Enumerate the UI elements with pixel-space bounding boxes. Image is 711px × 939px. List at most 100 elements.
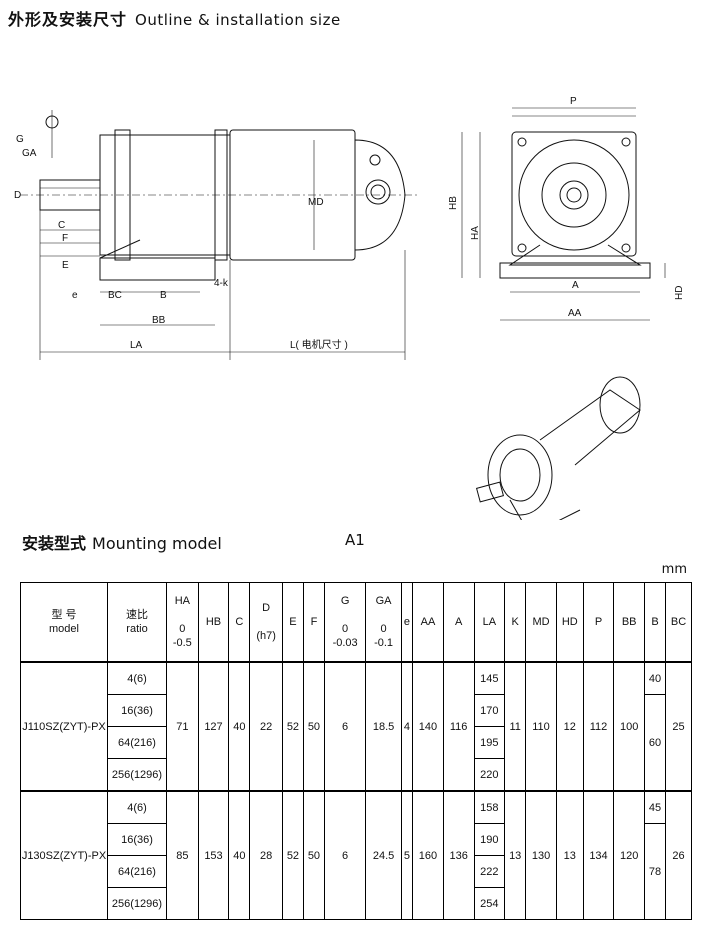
- cell-HD: 13: [555, 790, 584, 920]
- cell-HA: 85: [166, 790, 199, 920]
- cell-HB: 153: [197, 790, 230, 920]
- cell-B: 78: [644, 823, 667, 920]
- table-row: 256(1296) 220: [21, 758, 692, 792]
- cell-B: 45: [644, 790, 667, 824]
- header-A: A: [442, 582, 475, 663]
- cell-A: 116: [442, 661, 475, 792]
- dim-BB: BB: [152, 315, 166, 326]
- header-AA: AA: [412, 582, 444, 663]
- dim-e: e: [72, 290, 78, 301]
- cell-E: 52: [281, 661, 304, 792]
- dim-LA: LA: [130, 340, 143, 351]
- cell-ratio: 4(6): [107, 661, 167, 695]
- dim-HD: HD: [674, 286, 685, 300]
- dim-L: L( 电机尺寸 ): [290, 338, 348, 351]
- dim-F: F: [62, 233, 68, 244]
- cell-BC: 26: [665, 790, 692, 920]
- title-en: Outline & installation size: [135, 11, 341, 29]
- cell-A: 136: [442, 790, 475, 920]
- mounting-en: Mounting model: [92, 534, 222, 553]
- cell-F: 50: [302, 661, 325, 792]
- header-HD: HD: [555, 582, 584, 663]
- cell-GA: 18.5: [365, 661, 402, 792]
- table-row: J110SZ(ZYT)-PX 4(6) 71 127 40 22 52 50 6…: [20, 661, 692, 792]
- cell-G: 6: [323, 790, 367, 920]
- dim-HA: HA: [470, 226, 481, 240]
- dim-AA: AA: [568, 308, 582, 319]
- cell-C: 40: [228, 661, 251, 792]
- dim-P: P: [570, 96, 577, 107]
- cell-LA: 254: [473, 887, 506, 920]
- cell-LA: 220: [473, 758, 506, 792]
- isometric-view: [475, 376, 641, 520]
- cell-HD: 12: [555, 661, 584, 792]
- cell-F: 50: [302, 790, 325, 920]
- cell-MD: 110: [525, 661, 557, 792]
- cell-GA: 24.5: [365, 790, 402, 920]
- header-C: C: [228, 582, 251, 663]
- cell-HA: 71: [166, 661, 199, 792]
- dim-B: B: [160, 290, 167, 301]
- dim-A: A: [572, 280, 579, 291]
- cell-model: J110SZ(ZYT)-PX: [20, 661, 108, 792]
- cell-B: 40: [644, 661, 667, 695]
- cell-P: 134: [582, 790, 615, 920]
- cell-LA: 222: [473, 855, 506, 888]
- cell-B: 60: [644, 694, 667, 792]
- cell-ratio: 256(1296): [107, 887, 167, 920]
- cell-LA: 145: [473, 661, 506, 695]
- cell-LA: 170: [473, 694, 506, 727]
- cell-D: 22: [249, 661, 283, 792]
- header-GA: GA 0-0.1: [365, 582, 402, 663]
- cell-LA: 158: [473, 790, 506, 824]
- cell-BC: 25: [665, 661, 692, 792]
- dim-E: E: [62, 260, 69, 271]
- header-E: E: [281, 582, 304, 663]
- header-BB: BB: [613, 582, 646, 663]
- header-P: P: [582, 582, 615, 663]
- mounting-title: 安装型式 Mounting model: [22, 530, 222, 554]
- dim-HB: HB: [448, 196, 459, 210]
- cell-ratio: 4(6): [107, 790, 167, 824]
- header-G: G 0-0.03: [323, 582, 367, 663]
- cell-ratio: 64(216): [107, 726, 167, 759]
- header-D: D (h7): [249, 582, 283, 663]
- cell-ratio: 256(1296): [107, 758, 167, 792]
- table-row: 64(216) 222: [21, 855, 692, 888]
- mounting-cn: 安装型式: [22, 534, 87, 553]
- cell-LA: 190: [473, 823, 506, 856]
- cell-BB: 120: [613, 790, 646, 920]
- cell-C: 40: [228, 790, 251, 920]
- cell-ratio: 16(36): [107, 823, 167, 856]
- dim-C: C: [58, 220, 65, 231]
- header-LA: LA: [473, 582, 506, 663]
- cell-G: 6: [323, 661, 367, 792]
- cell-e: 5: [400, 790, 414, 920]
- table-row: 16(36) 190 78: [21, 823, 692, 920]
- header-MD: MD: [525, 582, 557, 663]
- mounting-foot: [99, 257, 216, 281]
- table-row: J130SZ(ZYT)-PX 4(6) 85 153 40 28 52 50 6…: [20, 790, 692, 920]
- header-HA: HA 0-0.5: [166, 582, 199, 663]
- cell-P: 112: [582, 661, 615, 792]
- cell-ratio: 64(216): [107, 855, 167, 888]
- cell-AA: 160: [412, 790, 444, 920]
- table-row: 64(216) 195: [21, 726, 692, 759]
- cell-AA: 140: [412, 661, 444, 792]
- front-flange: [511, 131, 637, 257]
- mounting-code: A1: [345, 531, 365, 549]
- header-B: B: [644, 582, 667, 663]
- title-cn: 外形及安装尺寸: [8, 10, 128, 29]
- dim-BC: BC: [108, 290, 122, 301]
- cell-HB: 127: [197, 661, 230, 792]
- dim-D: D: [14, 190, 21, 201]
- header-e: e: [400, 582, 414, 663]
- dim-G: G: [16, 134, 24, 145]
- header-F: F: [302, 582, 325, 663]
- dim-4k: 4-k: [214, 278, 229, 289]
- header-HB: HB: [197, 582, 230, 663]
